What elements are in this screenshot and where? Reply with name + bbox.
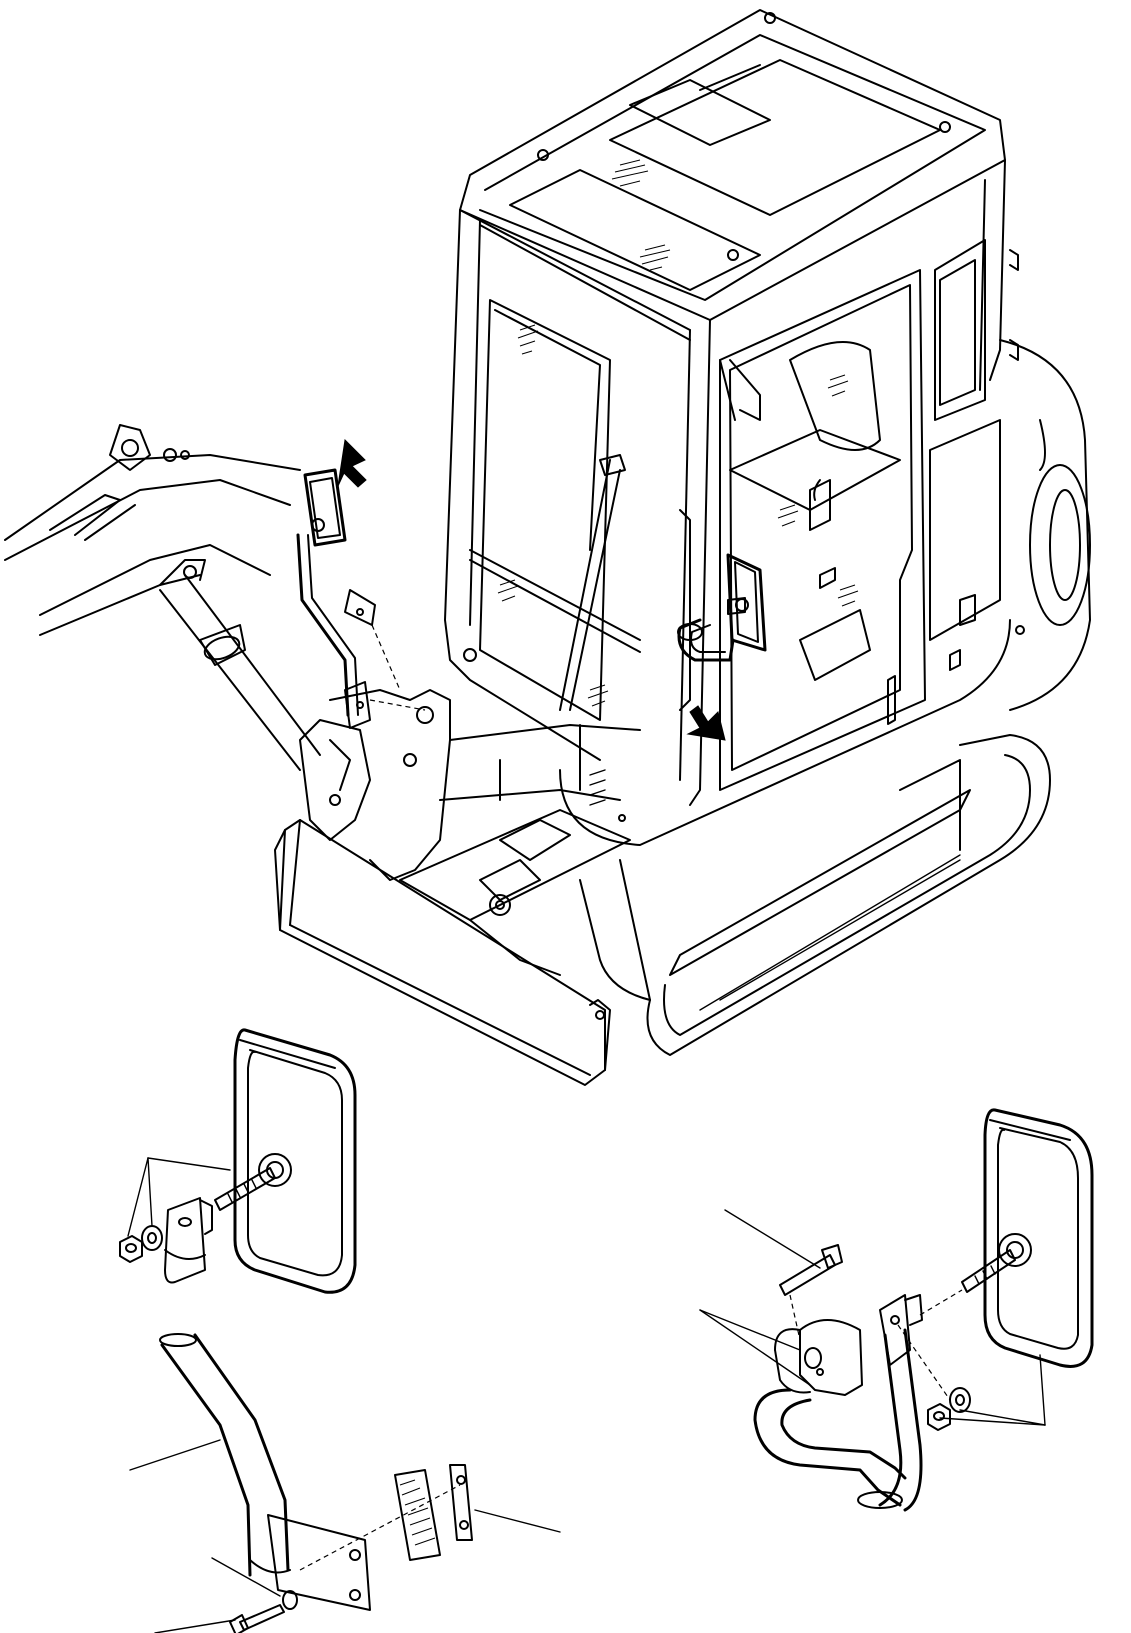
crawler-track <box>579 734 1051 1056</box>
right-mirror-head <box>983 1108 1094 1368</box>
installed-left-mirror <box>296 438 426 729</box>
stay-plate <box>879 1294 911 1366</box>
gasket <box>394 1469 441 1561</box>
pointer-arrow-icon <box>686 705 726 741</box>
washer-icon <box>282 1590 298 1610</box>
mirror-pivot-icon <box>998 1233 1032 1267</box>
left-mirror-head <box>233 1028 357 1294</box>
nut-icon <box>119 1235 143 1263</box>
left-mirror-bracket <box>164 1197 206 1284</box>
operator-cab <box>444 9 1019 806</box>
boom-arm <box>4 424 321 771</box>
right-mirror-bolt <box>961 1249 1016 1293</box>
washer-icon <box>949 1387 971 1413</box>
left-mirror-assembly <box>119 1028 561 1633</box>
mirror-pivot-icon <box>258 1153 292 1187</box>
swing-bracket <box>299 689 641 881</box>
right-mirror-assembly <box>699 1108 1094 1512</box>
pointer-arrow-icon <box>337 438 367 488</box>
undercarriage-frame <box>399 809 631 976</box>
installed-right-mirror <box>677 553 767 741</box>
machine-overview <box>4 9 1091 1086</box>
washer-icon <box>141 1225 163 1251</box>
upper-structure <box>559 339 1091 846</box>
nut-icon <box>927 1403 951 1431</box>
stay-bolt <box>239 1604 285 1631</box>
dozer-blade <box>274 819 611 1086</box>
left-mirror-bolt <box>214 1167 276 1211</box>
stay-base-plate <box>267 1514 371 1611</box>
mirror-stay <box>160 1343 252 1577</box>
clamp-block <box>799 1319 863 1396</box>
backing-plate <box>449 1464 473 1541</box>
